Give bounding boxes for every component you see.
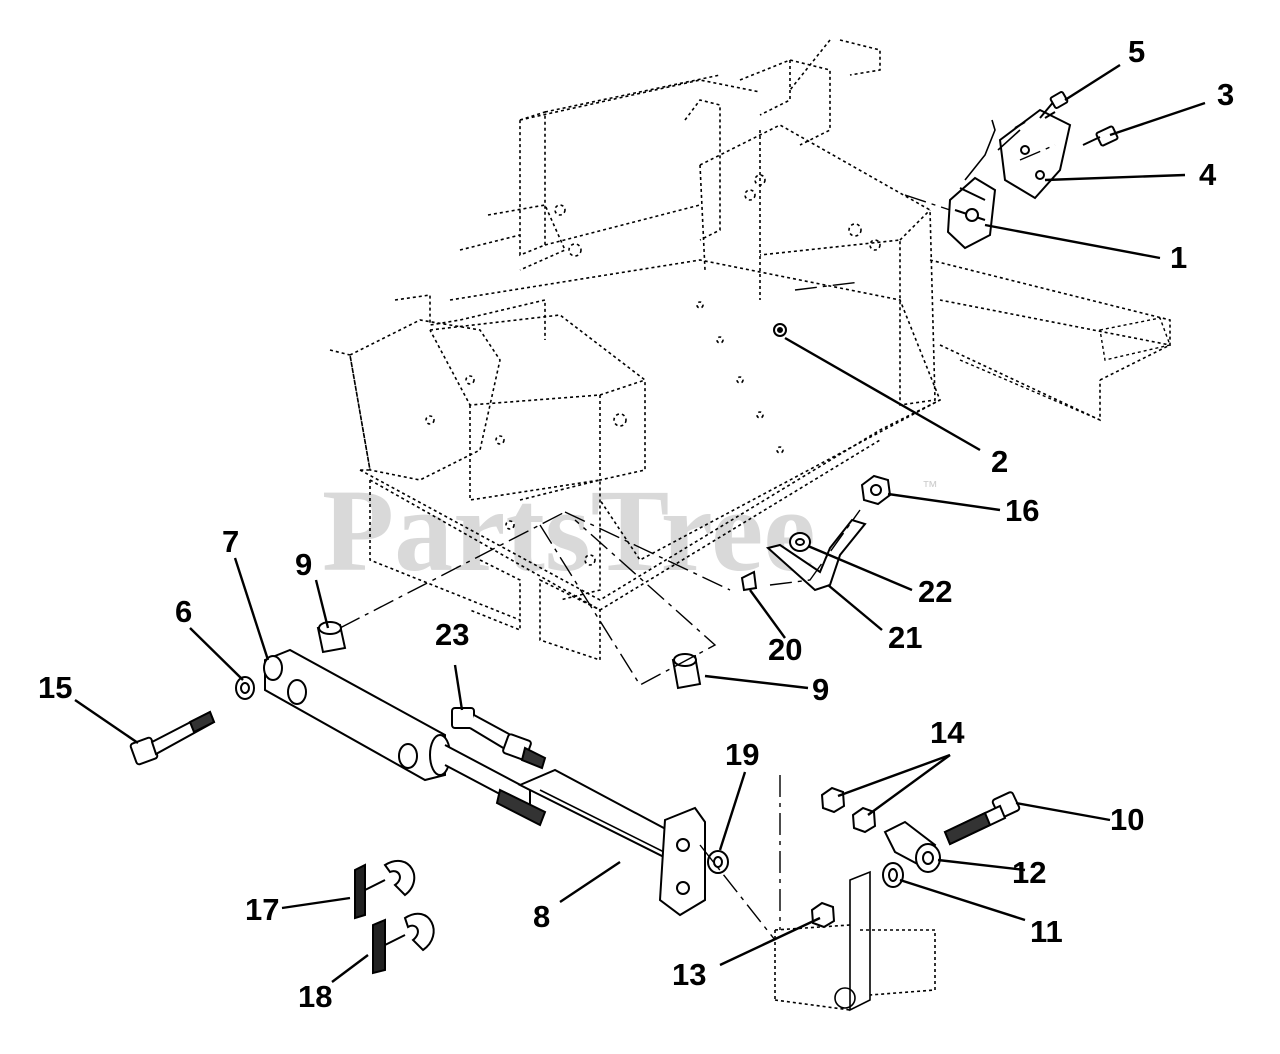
callout-23: 23: [435, 617, 469, 652]
callout-18: 18: [298, 979, 332, 1014]
switch-part-1: [946, 176, 997, 250]
callout-2: 2: [991, 444, 1008, 479]
watermark: PartsTree ™: [322, 465, 938, 596]
callout-22: 22: [918, 574, 952, 609]
callout-21: 21: [888, 620, 922, 655]
callout-13: 13: [672, 957, 706, 992]
axle-tube: [959, 317, 1171, 421]
assembly-lines: [339, 144, 1056, 941]
rod-part-8: [517, 768, 706, 917]
watermark-trademark: ™: [922, 479, 938, 496]
bolt-part-10: [943, 791, 1021, 846]
washer-part-6: [235, 676, 255, 700]
callout-9b: 9: [812, 672, 829, 707]
bolt-part-15: [129, 710, 216, 766]
callout-12: 12: [1012, 855, 1046, 890]
spacer-part-9a: [316, 621, 347, 654]
callout-15: 15: [38, 670, 72, 705]
part-drawings: [129, 91, 1119, 1012]
callout-8: 8: [533, 899, 550, 934]
clip-part-17: [354, 859, 416, 920]
nuts-part-14: [820, 786, 877, 834]
nut-part-16: [860, 474, 892, 506]
bolt-part-23: [451, 707, 547, 770]
nut-part-13: [810, 901, 836, 929]
screw-part-5: [1039, 91, 1069, 119]
clip-part-20: [740, 570, 758, 592]
callout-20: 20: [768, 632, 802, 667]
callout-17: 17: [245, 892, 279, 927]
bushing-part-22: [789, 532, 811, 552]
spacer-part-9b: [671, 653, 702, 690]
callout-7: 7: [222, 524, 239, 559]
callout-3: 3: [1217, 77, 1234, 112]
callout-11: 11: [1030, 914, 1063, 949]
callout-labels: 5 3 4 1 2 16 22 21 20 9 9 7 6 15 23 19 1…: [38, 34, 1234, 1014]
callout-19: 19: [725, 737, 759, 772]
callout-4: 4: [1199, 157, 1217, 192]
callout-14: 14: [930, 715, 965, 750]
callout-10: 10: [1110, 802, 1144, 837]
rod-thread: [495, 788, 547, 827]
lower-bracket: [774, 870, 936, 1012]
callout-5: 5: [1128, 34, 1145, 69]
callout-9a: 9: [295, 547, 312, 582]
washer-part-11: [882, 862, 904, 888]
callout-16: 16: [1005, 493, 1039, 528]
rod-end-part-12: [883, 820, 941, 873]
leader-lines: [74, 63, 1206, 983]
nut-part-2: [773, 323, 787, 337]
bolt-part-3: [1082, 125, 1119, 147]
watermark-text: PartsTree: [322, 465, 816, 596]
callout-1: 1: [1170, 240, 1187, 275]
clip-part-18: [372, 912, 435, 975]
bushing-part-19: [707, 850, 729, 874]
callout-6: 6: [175, 594, 192, 629]
